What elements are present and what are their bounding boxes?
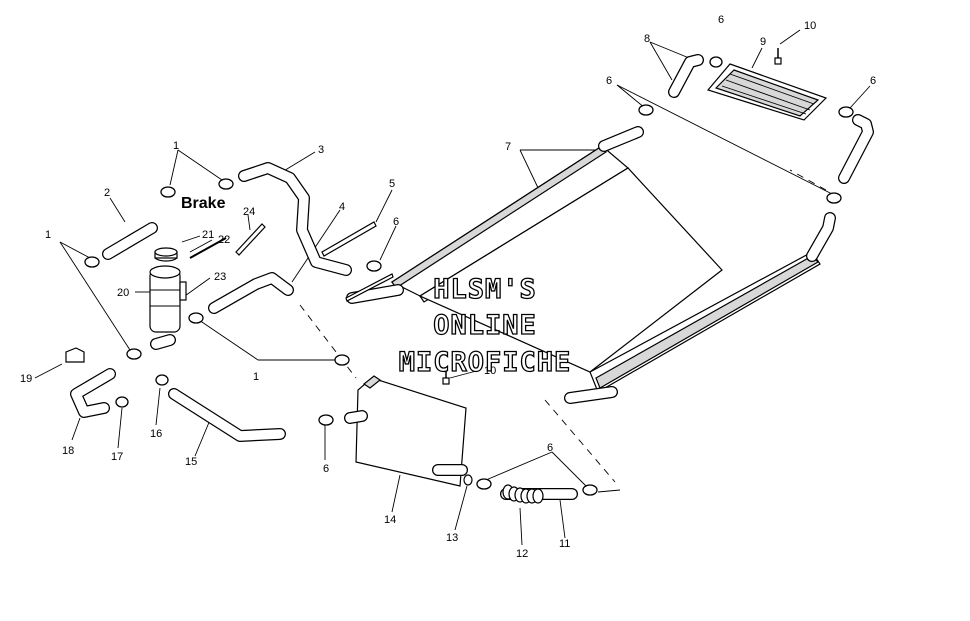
callout-3: 3 [318,144,324,156]
callout-14: 14 [384,514,396,526]
watermark-line-3: MICROFICHE [399,347,572,378]
watermark: HLSM'S ONLINE MICROFICHE [398,273,572,378]
callout-19: 19 [20,373,32,385]
cooler-core [706,63,828,121]
callout-9: 9 [760,36,766,48]
watermark-line-1: HLSM'S [433,274,537,305]
callout-10-top: 10 [804,20,816,32]
watermark-line-2: ONLINE [433,310,537,341]
callout-1-top: 1 [173,140,179,152]
callout-6-lower-left: 6 [323,463,329,475]
callout-11: 11 [559,538,570,550]
callout-5: 5 [389,178,395,190]
hoses [70,54,874,500]
callout-8: 8 [644,33,650,45]
callout-20: 20 [117,287,129,299]
callout-1-left: 1 [45,229,51,241]
callout-6-lower-right: 6 [547,442,553,454]
small-parts [65,48,782,486]
callout-6-mid: 6 [393,216,399,228]
callout-16: 16 [150,428,162,440]
callout-12: 12 [516,548,528,560]
callout-13: 13 [446,532,458,544]
callout-17: 17 [111,451,123,463]
callout-22: 22 [218,234,230,246]
callout-2: 2 [104,187,110,199]
callout-7: 7 [505,141,511,153]
callout-1-lower: 1 [253,371,259,383]
leader-lines [34,29,871,546]
hose-clamps [84,56,854,496]
heat-exchanger-upper [346,126,723,373]
reservoir-cap [154,247,178,262]
callout-6-top: 6 [718,14,724,26]
heat-exchanger-lower [564,212,836,404]
callout-10-mid: 10 [484,365,496,377]
callout-23: 23 [214,271,226,283]
callout-6-top-right: 6 [870,75,876,87]
coolant-reservoir [149,265,187,350]
callout-6-top-left: 6 [606,75,612,87]
callout-4: 4 [339,201,345,213]
callout-18: 18 [62,445,74,457]
callout-15: 15 [185,456,197,468]
shield-plate [344,375,468,487]
callout-24: 24 [243,206,255,218]
brake-label: Brake [181,195,226,212]
corrugated-hose [502,484,544,504]
callout-21: 21 [202,229,214,241]
callout-numbers: 1 1 1 2 3 4 5 6 6 6 6 6 6 7 8 9 10 10 11… [20,14,876,560]
